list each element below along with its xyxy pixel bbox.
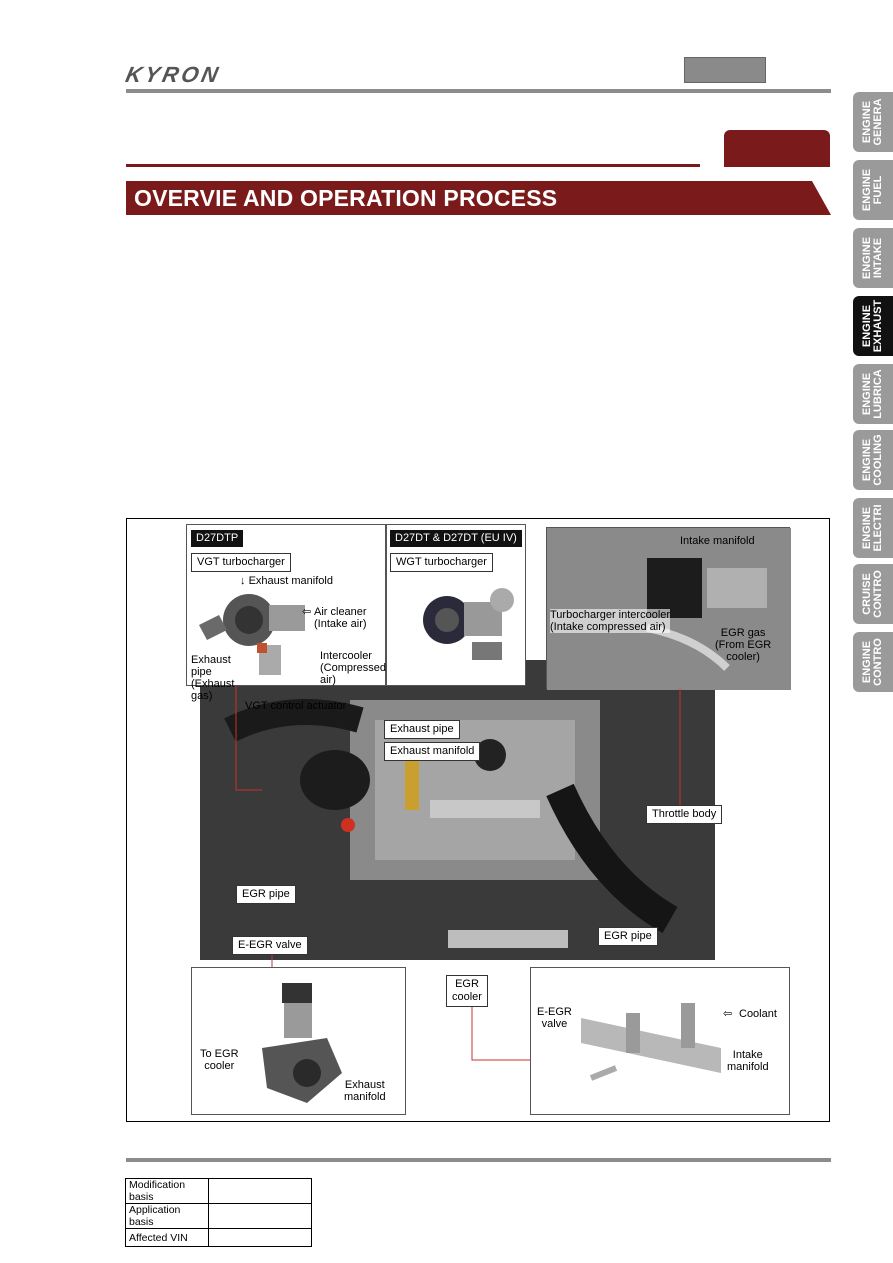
tab-cruise-control[interactable]: CRUISE CONTRO [853, 564, 893, 624]
coolant-label: Coolant [739, 1008, 777, 1020]
callout-e-egr-valve: E-EGR valve [232, 936, 308, 955]
exhaust-manifold-label: ↓ Exhaust manifold [240, 575, 333, 587]
valve-exhaust-manifold-label: Exhaust manifold [344, 1079, 386, 1103]
section-rule [126, 164, 700, 167]
table-row: Application basis [125, 1203, 312, 1229]
tab-engine-lubrication[interactable]: ENGINE LUBRICA [853, 364, 893, 424]
exhaust-pipe-gas-label: Exhaust pipe (Exhaust gas) [191, 654, 235, 702]
page-title: OVERVIE AND OPERATION PROCESS [134, 185, 558, 211]
turbo-intercooler-label: Turbocharger intercooler (Intake compres… [550, 609, 671, 633]
cooler-e-egr-valve-label: E-EGR valve [537, 1006, 572, 1030]
e-egr-valve-panel [191, 967, 406, 1115]
wgt-turbo-panel [386, 524, 526, 686]
coolant-arrow: ⇦ [723, 1008, 733, 1020]
tab-engine-exhaust[interactable]: ENGINE EXHAUST [853, 296, 893, 356]
egr-cooler-image [581, 1003, 721, 1081]
figure-frame [126, 518, 830, 1122]
tab-engine-cooling[interactable]: ENGINE COOLING [853, 430, 893, 490]
cooler-intake-manifold-label: Intake manifold [727, 1049, 769, 1073]
callout-exhaust-manifold: Exhaust manifold [384, 742, 481, 761]
header-gray-box [684, 57, 766, 83]
variant-label-d27dtp: D27DTP [191, 530, 244, 547]
header-rule [126, 89, 831, 93]
modification-table: Modification basis Application basis Aff… [125, 1178, 312, 1247]
table-row: Affected VIN [125, 1228, 312, 1247]
air-cleaner-arrow: ⇦ [302, 606, 312, 618]
to-egr-cooler-label: To EGR cooler [200, 1048, 239, 1072]
tab-engine-intake[interactable]: ENGINE INTAKE [853, 228, 893, 288]
modification-basis-value [208, 1178, 312, 1204]
callout-throttle-body: Throttle body [646, 805, 723, 824]
intercooler-label: Intercooler (Compressed air) [320, 650, 387, 686]
vgt-actuator-label: VGT control actuator [245, 700, 347, 712]
table-row: Modification basis [125, 1178, 312, 1204]
section-tab [724, 130, 830, 166]
e-egr-valve-image [262, 983, 342, 1103]
wgt-turbocharger-label: WGT turbocharger [390, 553, 493, 572]
affected-vin-label: Affected VIN [125, 1228, 209, 1247]
tab-engine-control[interactable]: ENGINE CONTRO [853, 632, 893, 692]
footer-rule [126, 1158, 831, 1162]
callout-egr-pipe-left: EGR pipe [236, 885, 296, 904]
vgt-turbocharger-label: VGT turbocharger [191, 553, 291, 572]
vgt-turbo-panel [186, 524, 386, 686]
vgt-turbo-image [199, 594, 305, 675]
callout-egr-cooler: EGR cooler [446, 975, 488, 1007]
affected-vin-value [208, 1228, 312, 1247]
application-basis-value [208, 1203, 312, 1229]
wgt-turbo-image [423, 588, 514, 660]
variant-label-d27dt: D27DT & D27DT (EU IV) [390, 530, 522, 547]
tab-engine-electrical[interactable]: ENGINE ELECTRI [853, 498, 893, 558]
application-basis-label: Application basis [125, 1203, 209, 1229]
tab-engine-general[interactable]: ENGINE GENERA [853, 92, 893, 152]
intake-manifold-label: Intake manifold [680, 535, 755, 547]
exhaust-manifold-text: Exhaust manifold [248, 575, 333, 587]
title-bar [126, 181, 831, 215]
egr-gas-label: EGR gas (From EGR cooler) [715, 627, 772, 663]
air-cleaner-label: Air cleaner (Intake air) [314, 606, 367, 630]
modification-basis-label: Modification basis [125, 1178, 209, 1204]
tab-engine-fuel[interactable]: ENGINE FUEL [853, 160, 893, 220]
egr-cooler-panel [530, 967, 790, 1115]
intake-manifold-panel [546, 527, 791, 690]
callout-egr-pipe-right: EGR pipe [598, 927, 658, 946]
callout-exhaust-pipe: Exhaust pipe [384, 720, 460, 739]
section-rule-right [724, 164, 830, 167]
